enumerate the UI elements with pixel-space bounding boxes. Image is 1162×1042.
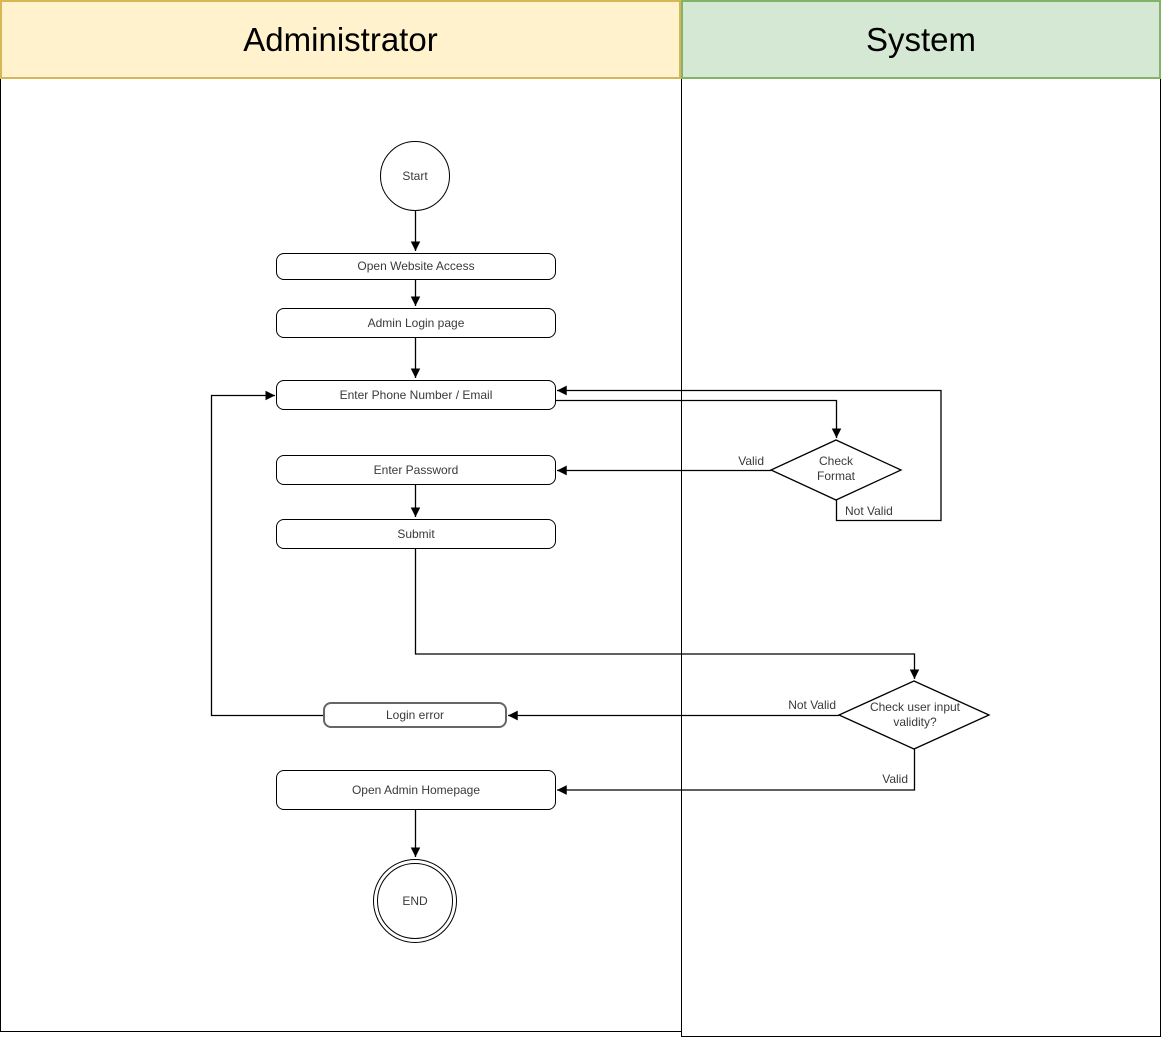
node-open-website-access-label: Open Website Access — [357, 259, 475, 273]
node-submit: Submit — [276, 519, 556, 549]
edge-label-validity-not-valid: Not Valid — [788, 698, 836, 712]
node-end-label: END — [402, 893, 428, 908]
lane-system-title: System — [865, 20, 977, 58]
edge-submit-to-check-validity — [414, 549, 920, 679]
node-enter-password: Enter Password — [276, 455, 556, 485]
node-login-error: Login error — [323, 702, 507, 728]
node-submit-label: Submit — [397, 526, 435, 541]
node-open-admin-homepage: Open Admin Homepage — [276, 770, 556, 810]
node-enter-phone-email: Enter Phone Number / Email — [276, 380, 556, 410]
node-login-error-label: Login error — [385, 707, 445, 722]
node-admin-login-page-label: Admin Login page — [367, 315, 465, 330]
edge-login-error-to-enter-phone — [210, 390, 323, 717]
edge-label-format-not-valid: Not Valid — [845, 504, 893, 518]
edge-check-validity-valid-to-open-homepage — [557, 749, 916, 795]
lane-administrator-title: Administrator — [243, 20, 438, 58]
check-format-diamond — [769, 439, 903, 501]
node-start-label: Start — [402, 168, 428, 183]
edge-label-format-valid: Valid — [738, 454, 764, 468]
lane-system-body — [681, 79, 1161, 1037]
node-start: Start — [380, 141, 450, 211]
edge-enter-phone-to-check-format — [556, 399, 842, 438]
check-validity-label: Check user input validity? — [869, 700, 961, 729]
node-open-admin-homepage-label: Open Admin Homepage — [351, 782, 481, 797]
lane-administrator-body — [0, 79, 681, 1032]
node-end: END — [373, 859, 457, 943]
edge-check-format-not-valid-to-enter-phone — [557, 385, 942, 522]
check-format-label: Check Format — [816, 454, 855, 483]
node-enter-password-label: Enter Password — [373, 462, 459, 477]
node-end-inner-ring: END — [377, 863, 453, 939]
lane-administrator-header: Administrator — [0, 0, 681, 79]
lane-system-header: System — [681, 0, 1161, 79]
check-validity-diamond — [837, 680, 991, 750]
node-open-website-access: Open Website Access — [276, 253, 556, 280]
edge-label-validity-valid: Valid — [882, 772, 908, 786]
node-enter-phone-email-label: Enter Phone Number / Email — [339, 387, 493, 402]
node-admin-login-page: Admin Login page — [276, 308, 556, 338]
